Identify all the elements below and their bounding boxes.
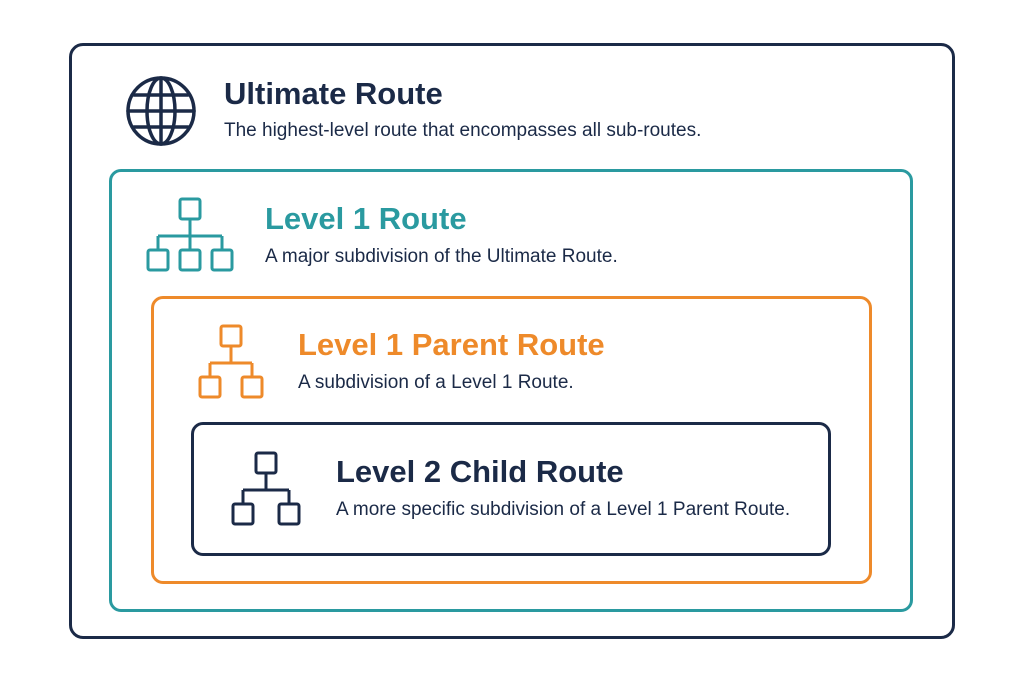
globe-icon <box>126 76 196 146</box>
level1-parent-route-title: Level 1 Parent Route <box>298 327 605 362</box>
level2-child-route-box <box>191 422 831 556</box>
level1-route-description: A major subdivision of the Ultimate Rout… <box>265 246 618 267</box>
ultimate-route-title: Ultimate Route <box>224 76 443 111</box>
hierarchy-two-children-icon <box>198 324 264 399</box>
hierarchy-three-children-icon <box>146 197 234 272</box>
hierarchy-two-children-icon <box>231 451 301 526</box>
ultimate-route-description: The highest-level route that encompasses… <box>224 120 702 141</box>
level2-child-route-description: A more specific subdivision of a Level 1… <box>336 499 791 520</box>
level1-route-title: Level 1 Route <box>265 201 467 236</box>
level1-parent-route-description: A subdivision of a Level 1 Route. <box>298 372 574 393</box>
level2-child-route-title: Level 2 Child Route <box>336 454 624 489</box>
